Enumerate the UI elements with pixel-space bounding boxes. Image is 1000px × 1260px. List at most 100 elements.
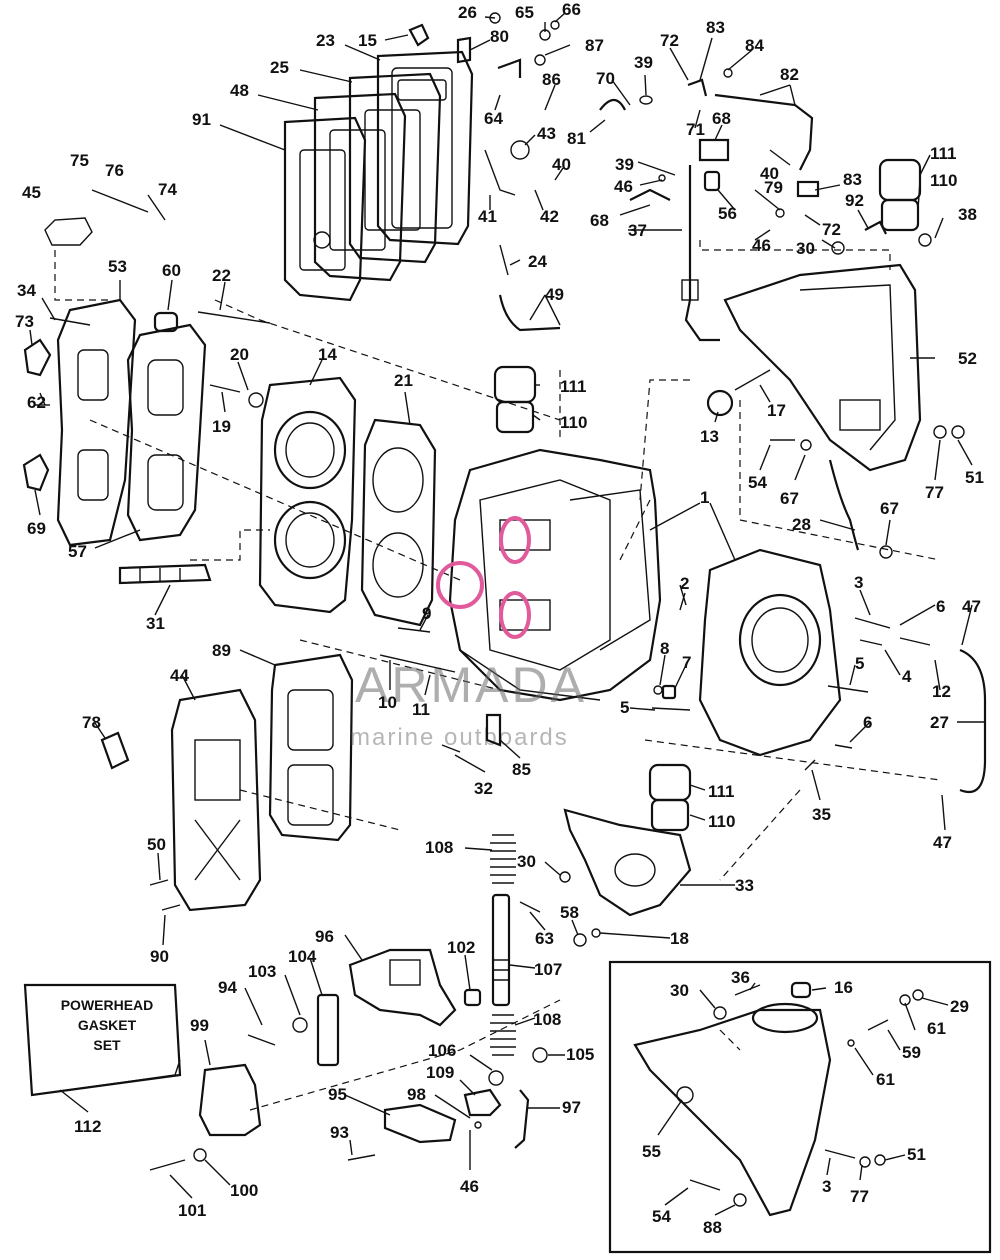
callout-26: 26 (458, 3, 477, 22)
callout-102: 102 (447, 938, 475, 957)
link-97 (514, 1089, 530, 1149)
intake-gasket-89 (268, 653, 354, 842)
gasket-kit-line3: SET (93, 1037, 121, 1053)
lever-109 (463, 1088, 502, 1117)
callout-21: 21 (394, 371, 413, 390)
crankcase-half (698, 548, 842, 757)
callout-5a: 5 (620, 698, 629, 717)
callout-45: 45 (22, 183, 41, 202)
callout-105: 105 (566, 1045, 594, 1064)
callout-7: 7 (682, 653, 691, 672)
callout-51b: 51 (907, 1145, 926, 1164)
exhaust-cover-23 (376, 50, 474, 246)
callout-111b: 111 (560, 377, 587, 396)
lower-mount-55 (633, 1002, 832, 1217)
callout-57: 57 (68, 542, 87, 561)
bracket-96 (348, 948, 457, 1027)
callout-5b: 5 (855, 654, 864, 673)
callout-110b: 110 (560, 413, 587, 432)
callout-85: 85 (512, 760, 531, 779)
callout-30a: 30 (796, 239, 815, 258)
callout-1: 1 (700, 488, 709, 507)
callout-81: 81 (567, 129, 586, 148)
callout-37: 37 (628, 221, 647, 240)
callout-28: 28 (792, 515, 811, 534)
callout-47a: 47 (962, 597, 981, 616)
callout-103: 103 (248, 962, 276, 981)
spring-108-upper (490, 834, 516, 884)
link-rod-37 (681, 165, 720, 342)
callout-54a: 54 (748, 473, 767, 492)
callout-62: 62 (27, 393, 46, 412)
wire-28 (828, 459, 860, 551)
callout-97: 97 (562, 1098, 581, 1117)
gasket-kit-line2: GASKET (78, 1017, 137, 1033)
plate-104 (316, 993, 340, 1067)
callout-17: 17 (767, 401, 786, 420)
callout-38: 38 (958, 205, 977, 224)
callout-9: 9 (422, 604, 431, 623)
callout-65: 65 (515, 3, 534, 22)
callout-107: 107 (534, 960, 562, 979)
callout-33: 33 (735, 876, 754, 895)
callout-88: 88 (703, 1218, 722, 1237)
callout-72b: 72 (822, 220, 841, 239)
callout-8: 8 (660, 639, 669, 658)
head-gasket-21 (360, 418, 437, 627)
hose-49 (498, 294, 561, 332)
callout-109: 109 (426, 1063, 454, 1082)
callout-29: 29 (950, 997, 969, 1016)
gasket-set-box-112: POWERHEAD GASKET SET (23, 983, 182, 1097)
block-99 (198, 1063, 262, 1137)
callout-112: 112 (74, 1117, 101, 1136)
mount-111-mid (493, 365, 537, 404)
callout-110c: 110 (708, 812, 735, 831)
callout-76: 76 (105, 161, 124, 180)
lever-95 (383, 1103, 457, 1144)
callout-31: 31 (146, 614, 165, 633)
callout-59: 59 (902, 1043, 921, 1062)
intake-cover-44 (170, 688, 262, 912)
callout-30c: 30 (670, 981, 689, 1000)
mount-111-upper (878, 158, 922, 202)
callout-53: 53 (108, 257, 127, 276)
watermark-brand: ARMADA (355, 657, 587, 713)
callout-51a: 51 (965, 468, 984, 487)
callout-12: 12 (932, 682, 951, 701)
callout-40b: 40 (760, 164, 779, 183)
callout-99: 99 (190, 1016, 209, 1035)
callout-77a: 77 (925, 483, 944, 502)
callout-11: 11 (412, 700, 430, 719)
callout-67a: 67 (780, 489, 799, 508)
callout-98: 98 (407, 1085, 426, 1104)
callout-14: 14 (318, 345, 337, 364)
callout-80: 80 (490, 27, 509, 46)
callout-47b: 47 (933, 833, 952, 852)
callout-68b: 68 (590, 211, 609, 230)
callout-10: 10 (378, 693, 397, 712)
callout-16: 16 (834, 978, 853, 997)
watermark-tagline: marine outboards (350, 724, 569, 751)
upper-mount-bracket-52 (723, 263, 922, 472)
callout-90: 90 (150, 947, 169, 966)
head-cover-53 (56, 298, 137, 547)
callout-89: 89 (212, 641, 231, 660)
callout-75: 75 (70, 151, 89, 170)
callout-22: 22 (212, 266, 231, 285)
callout-108b: 108 (533, 1010, 561, 1029)
callout-25: 25 (270, 58, 289, 77)
callout-92: 92 (845, 191, 864, 210)
mount-110-lower (650, 798, 690, 832)
callout-83a: 83 (706, 18, 725, 37)
hose-27 (959, 648, 987, 793)
callout-72a: 72 (660, 31, 679, 50)
callout-48: 48 (230, 81, 249, 100)
callout-68a: 68 (712, 109, 731, 128)
callout-58: 58 (560, 903, 579, 922)
watermark-logo-icon (436, 516, 531, 639)
callout-67b: 67 (880, 499, 899, 518)
callout-52: 52 (958, 349, 977, 368)
callout-34: 34 (17, 281, 36, 300)
callout-91: 91 (192, 110, 211, 129)
callout-66: 66 (562, 0, 581, 19)
